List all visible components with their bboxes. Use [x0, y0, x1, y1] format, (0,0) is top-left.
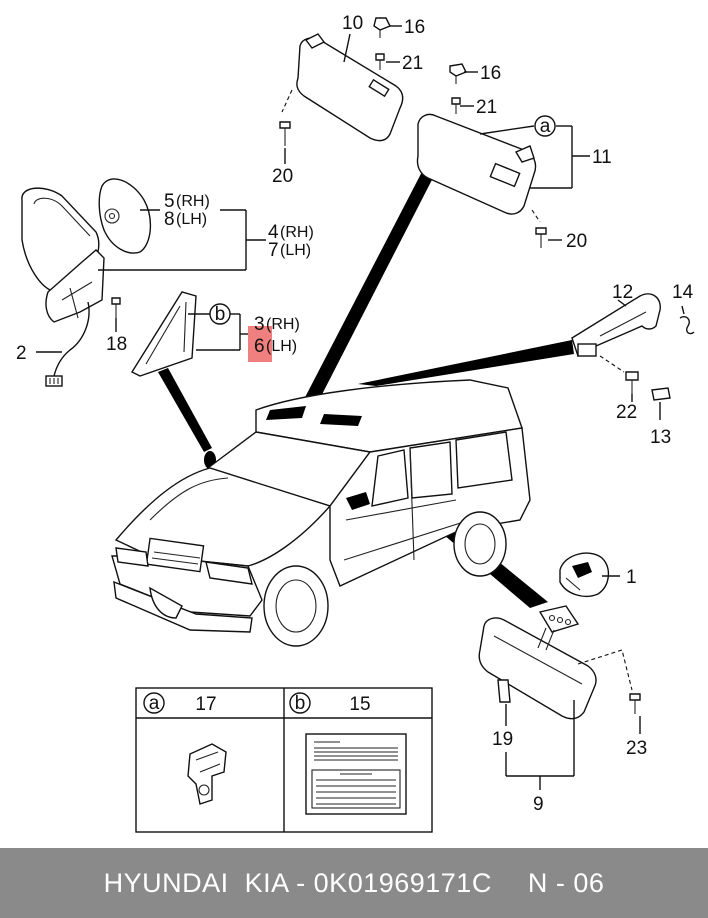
leader-lines — [36, 25, 685, 790]
ref-b: b — [215, 304, 226, 325]
inner-mirror — [478, 605, 641, 720]
outside-mirror — [21, 178, 151, 387]
callout-3-side: (RH) — [266, 316, 300, 333]
callout-11: 11 — [592, 147, 612, 168]
band-grip-to-roof — [358, 340, 574, 386]
callout-21a: 21 — [402, 53, 423, 74]
callout-7: 7 — [268, 240, 279, 261]
footer-part-number: HYUNDAI KIA - 0K01969171C — [103, 867, 492, 898]
callout-4: 4 — [268, 222, 279, 243]
band-mirror-to-car — [158, 368, 212, 452]
sunvisor-rh — [416, 63, 547, 248]
callout-12: 12 — [612, 282, 633, 303]
callout-3: 3 — [254, 314, 265, 335]
legend-a-part: 17 — [195, 694, 216, 715]
caution-label-15 — [305, 733, 407, 815]
callout-20b: 20 — [566, 231, 587, 252]
callout-16a: 16 — [404, 17, 425, 38]
callout-16b: 16 — [480, 63, 501, 84]
assist-grip — [571, 293, 695, 401]
callout-18: 18 — [106, 334, 127, 355]
clip-17-illustration — [187, 743, 227, 805]
sunvisor-lh — [279, 17, 404, 146]
callout-5: 5 — [164, 191, 175, 212]
callout-1: 1 — [626, 567, 637, 588]
room-lamp — [559, 552, 609, 598]
legend-b-letter: b — [295, 693, 306, 714]
callout-5-side: (RH) — [176, 193, 210, 210]
callout-23: 23 — [626, 738, 647, 759]
parts-diagram: 10 16 21 16 21 20 11 20 5 (RH) 8 (LH) 4 … — [16, 13, 695, 833]
highlight-part-6 — [248, 326, 272, 362]
ref-a: a — [540, 116, 551, 137]
callout-4-side: (RH) — [280, 224, 314, 241]
callout-2: 2 — [16, 343, 27, 364]
callout-21b: 21 — [476, 97, 497, 118]
callout-19: 19 — [492, 729, 513, 750]
mirror-garnish — [130, 291, 197, 377]
callout-20a: 20 — [272, 166, 293, 187]
legend-b-part: 15 — [349, 694, 370, 715]
vehicle-body — [111, 379, 531, 647]
callout-9: 9 — [533, 794, 544, 815]
legend-a-letter: a — [149, 693, 160, 714]
callout-6-side: (LH) — [266, 338, 297, 355]
callout-10: 10 — [342, 13, 363, 34]
footer-page: N - 06 — [527, 867, 605, 898]
callout-7-side: (LH) — [280, 242, 311, 259]
callout-8: 8 — [164, 209, 175, 230]
legend-table: a 17 b 15 — [135, 687, 433, 833]
callout-14: 14 — [672, 282, 694, 303]
callout-labels: 10 16 21 16 21 20 11 20 5 (RH) 8 (LH) 4 … — [16, 13, 694, 815]
band-sunvisor-to-roof — [300, 166, 437, 412]
footer-bar: HYUNDAI KIA - 0K01969171C N - 06 — [0, 848, 708, 918]
callout-8-side: (LH) — [176, 211, 207, 228]
callout-22: 22 — [616, 402, 637, 423]
callout-6: 6 — [254, 336, 265, 357]
callout-13: 13 — [650, 427, 671, 448]
